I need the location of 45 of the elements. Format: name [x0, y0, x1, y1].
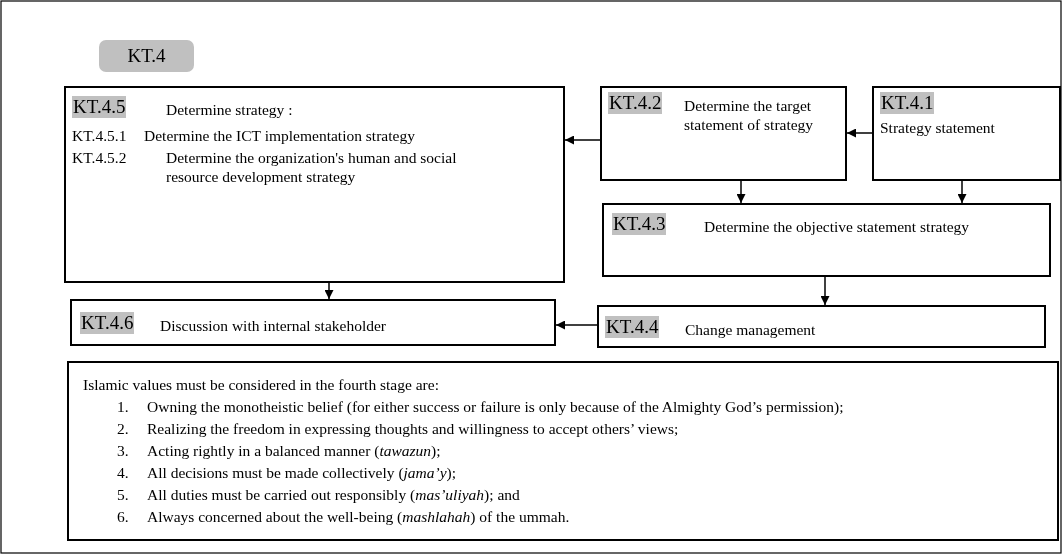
arrow	[555, 320, 598, 330]
step-text: Discussion with internal stakeholder	[160, 316, 386, 335]
step-text: Strategy statement	[880, 118, 996, 137]
step-code: KT.4.2	[608, 92, 663, 114]
arrow	[564, 135, 601, 145]
step-text: 3.	[117, 441, 129, 460]
step-code: KT.4.1	[880, 92, 935, 114]
arrow	[820, 276, 830, 306]
step-text: Determine the objective statement strategy	[704, 217, 971, 236]
arrow	[324, 282, 334, 300]
step-code: KT.4.4	[605, 316, 660, 338]
step-code: KT.4.3	[612, 213, 667, 235]
step-text: Determine the organization's human and social resource development strategy	[166, 148, 458, 186]
step-text: 2.	[117, 419, 129, 438]
arrow	[846, 128, 873, 138]
step-text: 6.	[117, 507, 129, 526]
step-code: KT.4.6	[80, 312, 135, 334]
step-text: Determine strategy :	[166, 100, 293, 119]
arrow	[736, 180, 746, 204]
stage-badge	[99, 40, 194, 72]
process-box	[872, 86, 1061, 181]
process-box	[64, 86, 565, 283]
step-text: Islamic values must be considered in the fourth stage are:	[83, 375, 439, 394]
step-text: All decisions must be made collectively (jama’y);	[147, 463, 457, 482]
stage-label: KT.4	[126, 45, 167, 67]
step-text: KT.4.5.1	[72, 126, 127, 145]
step-text: Determine the target statement of strategy	[684, 96, 815, 134]
process-box	[70, 299, 556, 346]
step-text: KT.4.5.2	[72, 148, 127, 167]
process-box	[602, 203, 1051, 277]
arrow	[957, 180, 967, 204]
process-box	[600, 86, 847, 181]
step-text: 1.	[117, 397, 129, 416]
process-box	[597, 305, 1046, 348]
step-text: Determine the ICT implementation strategy	[144, 126, 415, 145]
step-text: Change management	[685, 320, 816, 339]
step-text: Always concerned about the well-being (mashlahah) of the ummah.	[147, 507, 570, 526]
step-text: 4.	[117, 463, 129, 482]
step-code: KT.4.5	[72, 96, 127, 118]
step-text: Realizing the freedom in expressing thoughts and willingness to accept others’ views;	[147, 419, 679, 438]
process-box	[67, 361, 1059, 541]
step-text: 5.	[117, 485, 129, 504]
step-text: Owning the monotheistic belief (for either success or failure is only because of the Almighty God’s permission);	[147, 397, 844, 416]
step-text: All duties must be carried out responsibly (mas’uliyah); and	[147, 485, 520, 504]
step-text: Acting rightly in a balanced manner (tawazun);	[147, 441, 441, 460]
